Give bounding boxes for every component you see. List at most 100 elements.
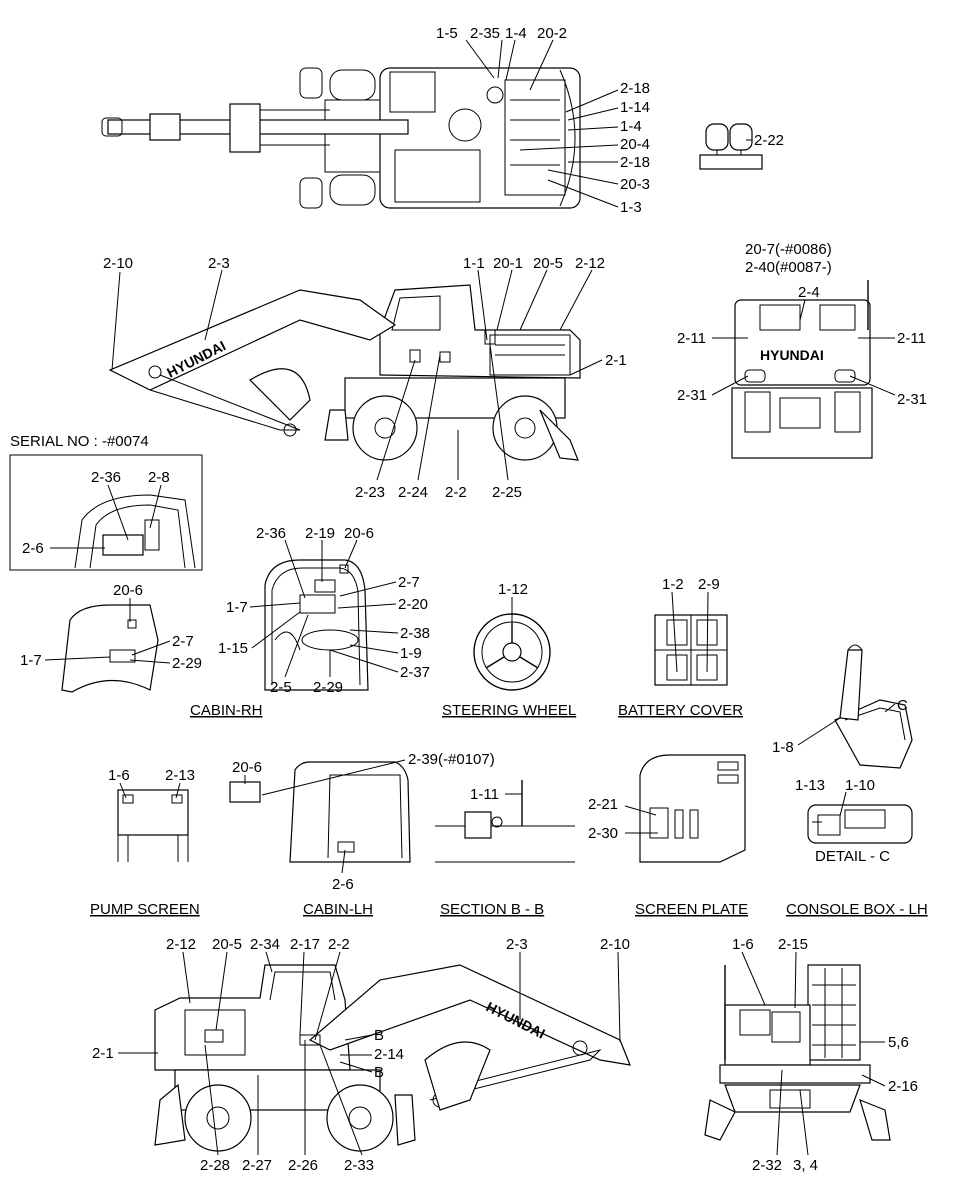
callout-labels: 1-5 2-35 1-4 20-2 2-18 1-14 1-4 20-4 2-1… <box>20 25 927 1174</box>
callout-bot-b2: B <box>374 1064 384 1081</box>
callout-bot-2-10: 2-10 <box>600 936 630 953</box>
callout-rear-2-11b: 2-11 <box>897 330 926 347</box>
callout-fr-1-6: 1-6 <box>732 936 754 953</box>
callout-bot-2-12: 2-12 <box>166 936 196 953</box>
front-view-excavator <box>704 964 891 1141</box>
callout-bot-2-28: 2-28 <box>200 1157 230 1174</box>
callout-rear-2-11a: 2-11 <box>677 330 706 347</box>
callout-rear-2-31a: 2-31 <box>677 387 707 404</box>
leader-lines <box>44 39 896 1156</box>
callout-con-1-10: 1-10 <box>845 777 875 794</box>
serial-box <box>9 454 203 571</box>
callout-ser-2-36: 2-36 <box>91 469 121 486</box>
callout-crh-2-29: 2-29 <box>172 655 202 672</box>
callout-top-2-18a: 2-18 <box>620 80 650 97</box>
callout-bot-2-3: 2-3 <box>506 936 528 953</box>
caption-battery-cover: BATTERY COVER <box>618 702 743 719</box>
callout-cab-2-38: 2-38 <box>400 625 430 642</box>
callout-rear-2-31b: 2-31 <box>897 391 927 408</box>
callout-side-2-23: 2-23 <box>355 484 385 501</box>
callout-crh-2-7: 2-7 <box>172 633 194 650</box>
pump-screen-drawing <box>117 789 189 862</box>
cabin-interior <box>264 559 369 691</box>
steering-wheel-drawing <box>473 613 551 691</box>
callout-side-1-1: 1-1 <box>463 255 485 272</box>
callout-sb-1-11: 1-11 <box>470 786 499 803</box>
callout-top-1-14: 1-14 <box>620 99 650 116</box>
callout-side-2-25: 2-25 <box>492 484 522 501</box>
callout-fr-2-32: 2-32 <box>752 1157 782 1174</box>
callout-bot-2-33: 2-33 <box>344 1157 374 1174</box>
caption-section-bb: SECTION B - B <box>440 901 544 918</box>
callout-cab-2-5: 2-5 <box>270 679 292 696</box>
callout-con-c: C <box>897 697 908 714</box>
callout-bc-1-2: 1-2 <box>662 576 684 593</box>
caption-cabin-lh: CABIN-LH <box>303 901 373 918</box>
callout-top-2-35: 2-35 <box>470 25 500 42</box>
callout-cab-1-15: 1-15 <box>218 640 248 657</box>
callout-fr-3-4: 3, 4 <box>793 1157 818 1174</box>
callout-cab-2-19: 2-19 <box>305 525 335 542</box>
callout-top-1-4b: 1-4 <box>620 118 642 135</box>
callout-side-2-3: 2-3 <box>208 255 230 272</box>
callout-fr-2-16: 2-16 <box>888 1078 918 1095</box>
section-captions: SERIAL NO : -#0074 CABIN-RH STEERING WHE… <box>10 433 928 918</box>
callout-ps-2-13: 2-13 <box>165 767 195 784</box>
callout-top-20-4: 20-4 <box>620 136 650 153</box>
solenoid-valve-2-22 <box>699 123 763 170</box>
side-view-excavator: HYUNDAI <box>108 284 581 461</box>
callout-cab-2-7: 2-7 <box>398 574 420 591</box>
callout-sp-2-21: 2-21 <box>588 796 618 813</box>
caption-console-box-lh: CONSOLE BOX - LH <box>786 901 928 918</box>
callout-ser-2-8: 2-8 <box>148 469 170 486</box>
callout-crh-1-7: 1-7 <box>20 652 42 669</box>
caption-detail-c: DETAIL - C <box>815 848 890 865</box>
callout-fr-2-15: 2-15 <box>778 936 808 953</box>
callout-top-1-4a: 1-4 <box>505 25 527 42</box>
callout-side-2-2: 2-2 <box>445 484 467 501</box>
callout-top-20-3: 20-3 <box>620 176 650 193</box>
callout-side-2-1: 2-1 <box>605 352 627 369</box>
callout-crh-20-6: 20-6 <box>113 582 143 599</box>
callout-rear-20-7: 20-7(-#0086) <box>745 241 832 258</box>
cabin-rh-shell <box>61 604 159 693</box>
callout-bot-2-17: 2-17 <box>290 936 320 953</box>
callout-top-2-22: 2-22 <box>754 132 784 149</box>
callout-top-1-3: 1-3 <box>620 199 642 216</box>
callout-top-20-2: 20-2 <box>537 25 567 42</box>
callout-sp-2-30: 2-30 <box>588 825 618 842</box>
callout-cab-1-9: 1-9 <box>400 645 422 662</box>
callout-top-2-18b: 2-18 <box>620 154 650 171</box>
callout-bot-2-2: 2-2 <box>328 936 350 953</box>
callout-cab-2-37: 2-37 <box>400 664 430 681</box>
callout-con-1-13: 1-13 <box>795 777 825 794</box>
callout-ps-1-6: 1-6 <box>108 767 130 784</box>
callout-bot-2-34: 2-34 <box>250 936 280 953</box>
callout-bot-20-5: 20-5 <box>212 936 242 953</box>
callout-side-20-5: 20-5 <box>533 255 563 272</box>
callout-sw-1-12: 1-12 <box>498 581 528 598</box>
hyundai-brand-rear: HYUNDAI <box>760 347 824 363</box>
callout-top-1-5: 1-5 <box>436 25 458 42</box>
caption-pump-screen: PUMP SCREEN <box>90 901 200 918</box>
callout-cab-1-7: 1-7 <box>226 599 248 616</box>
callout-cab-2-20: 2-20 <box>398 596 428 613</box>
caption-cabin-rh: CABIN-RH <box>190 702 263 719</box>
callout-bot-b1: B <box>374 1027 384 1044</box>
callout-ser-2-6: 2-6 <box>22 540 44 557</box>
callout-bot-2-14: 2-14 <box>374 1046 404 1063</box>
callout-clh-20-6: 20-6 <box>232 759 262 776</box>
callout-bot-2-27: 2-27 <box>242 1157 272 1174</box>
caption-screen-plate: SCREEN PLATE <box>635 901 748 918</box>
callout-cab-2-29: 2-29 <box>313 679 343 696</box>
rear-view-excavator: HYUNDAI <box>731 280 873 459</box>
screen-plate-drawing <box>639 754 746 863</box>
callout-clh-2-6: 2-6 <box>332 876 354 893</box>
serial-number-title: SERIAL NO : -#0074 <box>10 433 149 450</box>
detail-c-drawing <box>807 804 913 844</box>
callout-side-2-10: 2-10 <box>103 255 133 272</box>
battery-cover-drawing <box>654 614 728 686</box>
callout-bc-2-9: 2-9 <box>698 576 720 593</box>
top-view-excavator <box>101 67 581 209</box>
